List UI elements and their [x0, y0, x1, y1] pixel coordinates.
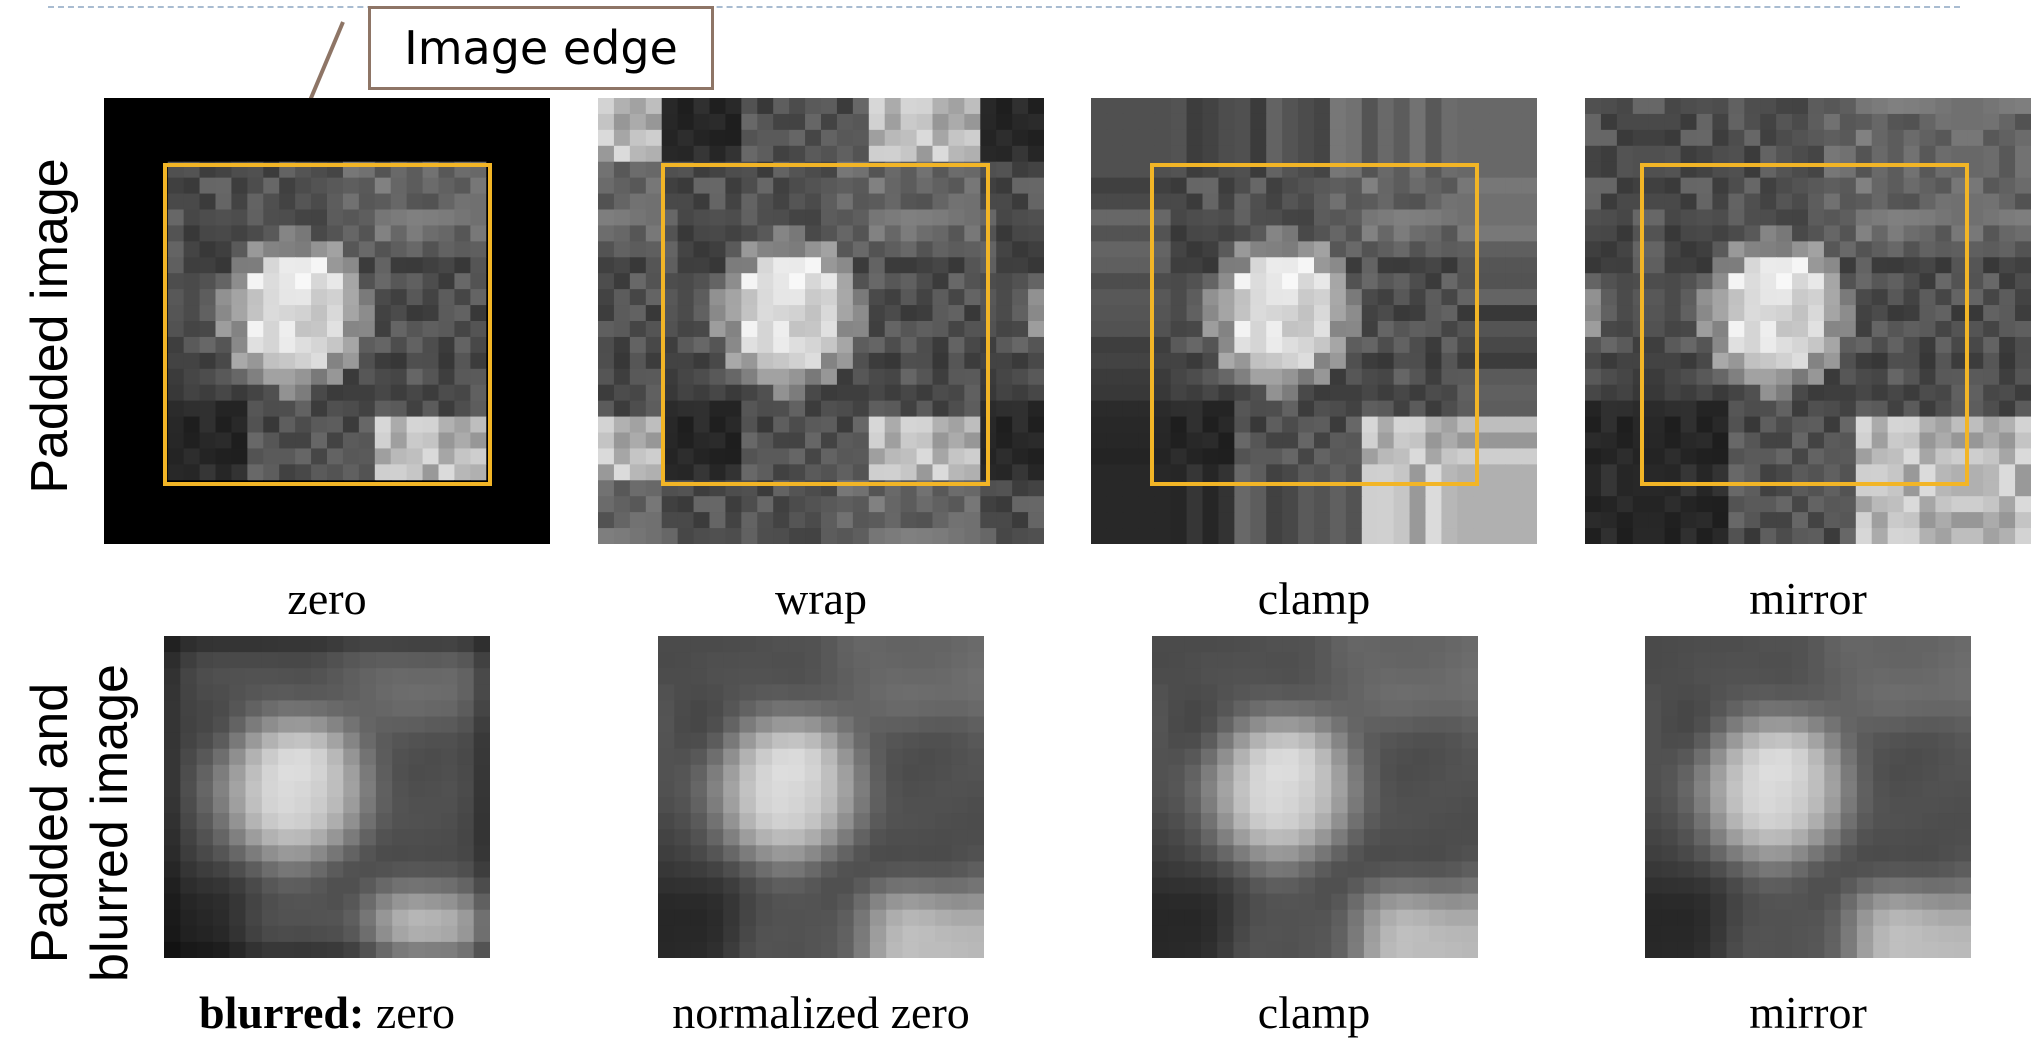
blurred-image-normalized-zero [658, 636, 984, 958]
dashed-rule [48, 6, 1960, 8]
blurred-image-zero [164, 636, 490, 958]
caption-wrap: wrap [775, 573, 867, 624]
image-edge-box [661, 163, 990, 486]
image-edge-box [1640, 163, 1969, 486]
caption-blurred-mirror: mirror [1749, 987, 1867, 1038]
blurred-image-clamp [1152, 636, 1478, 958]
caption-zero: zero [287, 573, 367, 624]
padded-image-wrap [598, 98, 1044, 544]
caption-blurred-bold: blurred: [199, 987, 365, 1038]
caption-blurred-text: zero [375, 987, 455, 1038]
image-edge-box [163, 163, 492, 486]
row-label-blurred-line1: Padded and [21, 682, 79, 964]
padded-image-mirror [1585, 98, 2031, 544]
blurred-image-mirror [1645, 636, 1971, 958]
padded-image-clamp [1091, 98, 1537, 544]
caption-blurred-zero: blurred: zero [199, 986, 455, 1039]
padded-image-zero [104, 98, 550, 544]
image-edge-callout: Image edge [368, 6, 714, 90]
row-label-padded-text: Padded image [21, 158, 79, 494]
image-edge-box [1150, 163, 1479, 486]
caption-normalized-zero: normalized zero [672, 987, 970, 1038]
row-label-blurred-line2: blurred image [81, 664, 139, 982]
row-label-blurred: Padded and blurred image [20, 664, 140, 982]
caption-blurred-clamp: clamp [1257, 987, 1371, 1038]
callout-label: Image edge [404, 21, 678, 75]
caption-clamp: clamp [1257, 573, 1371, 624]
caption-mirror: mirror [1749, 573, 1867, 624]
row-label-padded: Padded image [20, 158, 80, 493]
